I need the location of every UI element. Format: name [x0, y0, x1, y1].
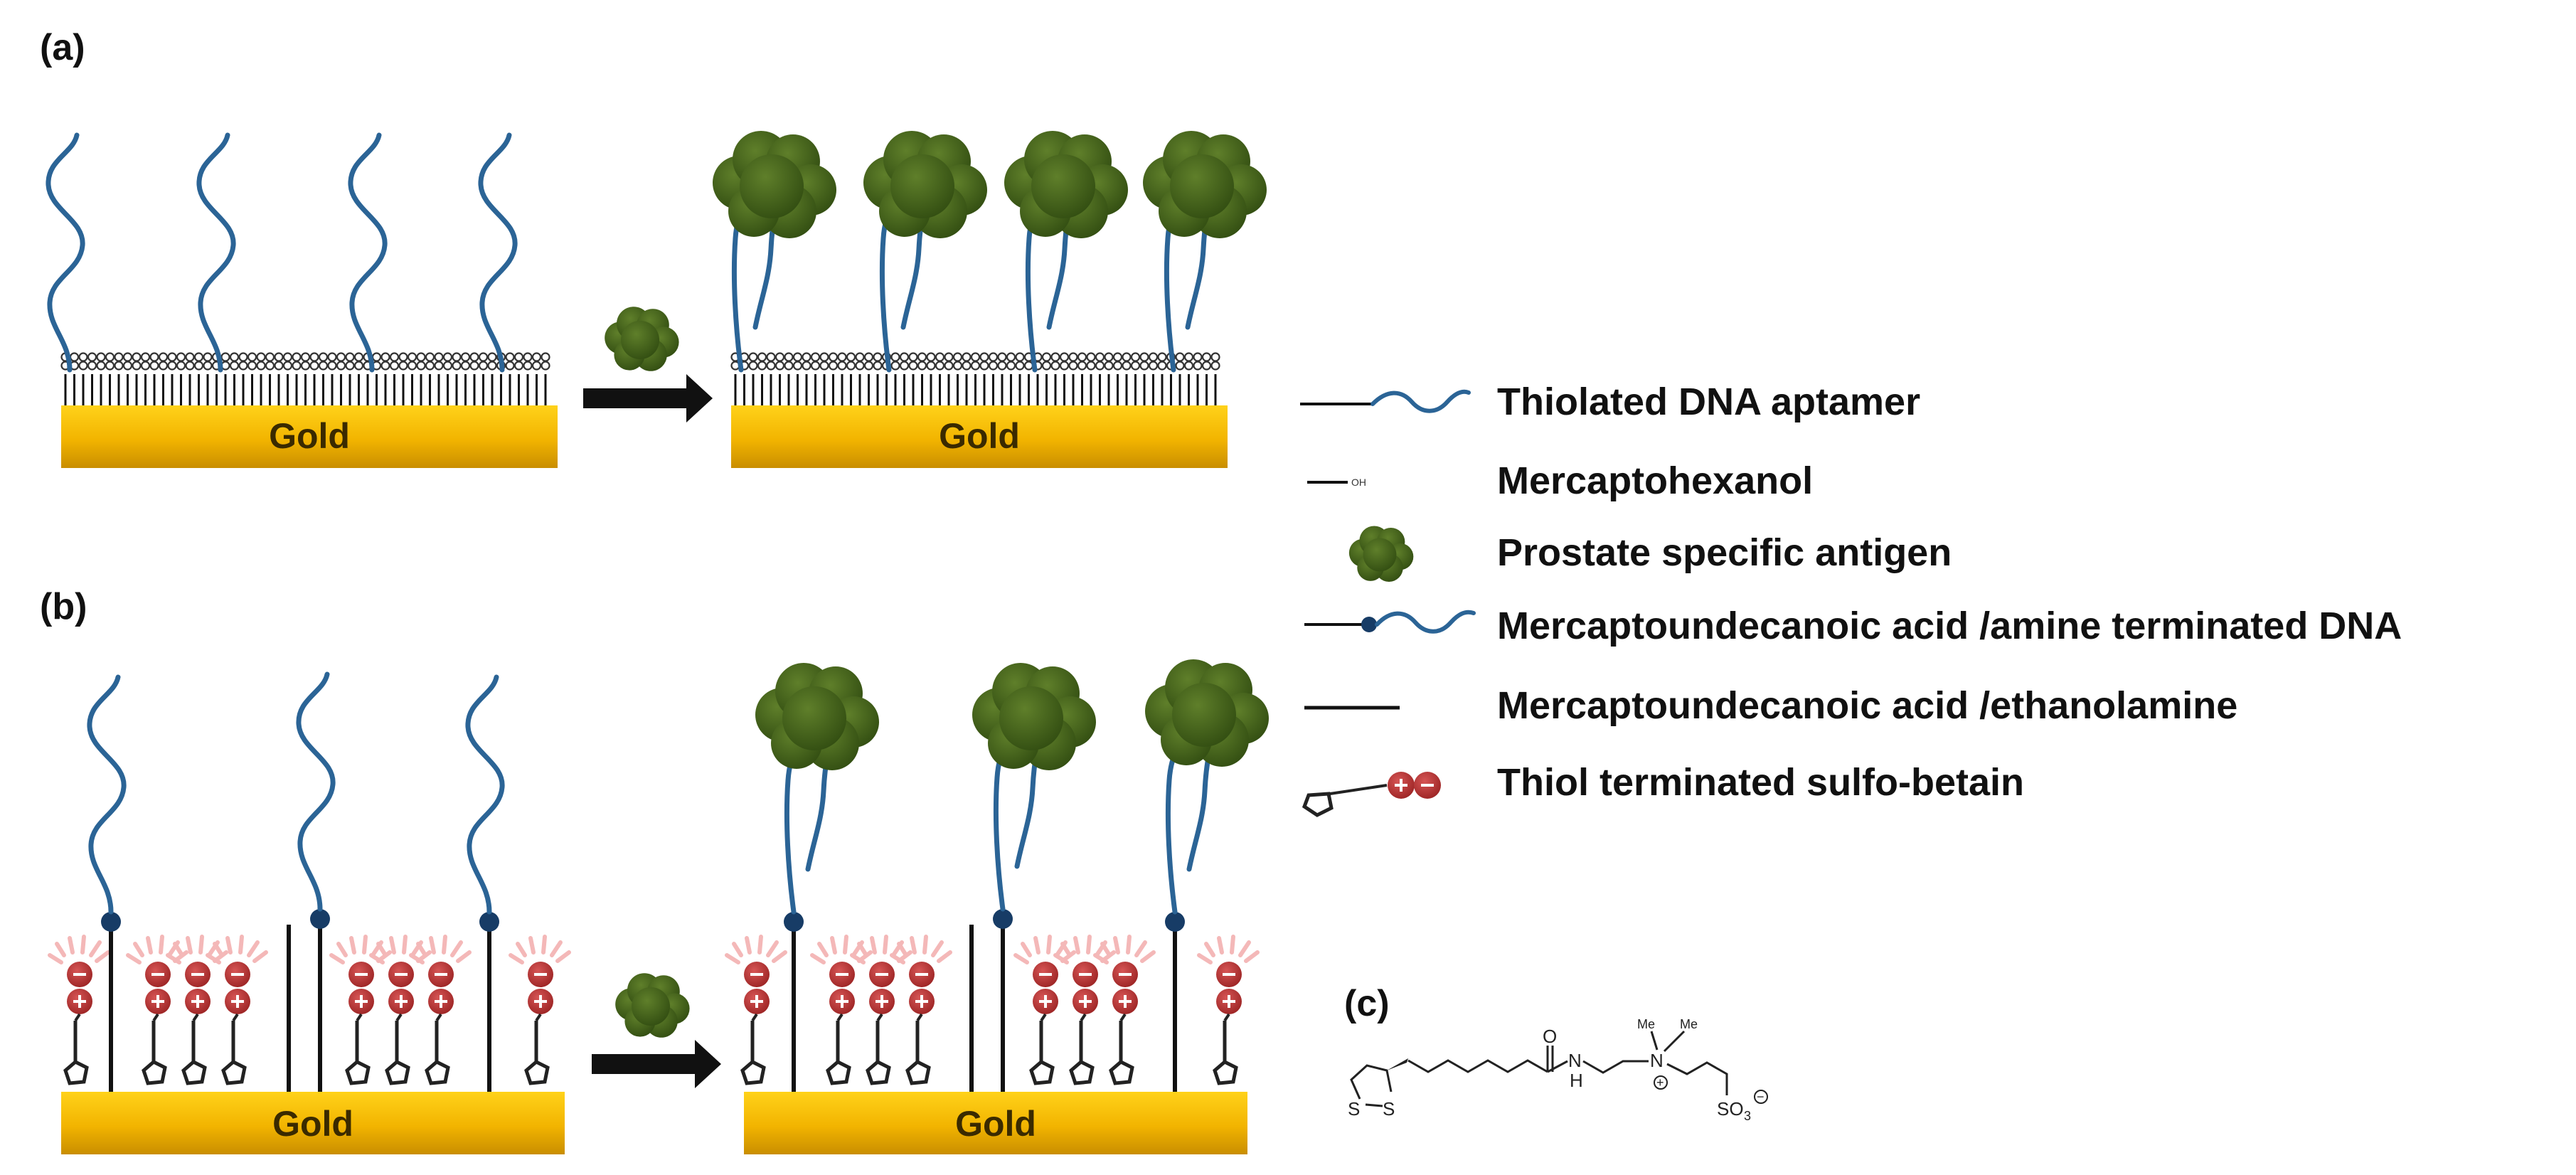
mercaptohexanol-layer [60, 352, 550, 405]
sulfobetaine-layer [727, 937, 1257, 1083]
gold-substrate [744, 1092, 1247, 1154]
svg-text:S: S [1348, 1098, 1360, 1120]
panel-b-right-surface: Gold [727, 659, 1269, 1154]
mua-bound-group [784, 721, 1218, 1092]
sulfobetaine-unit [128, 937, 186, 1083]
legend-label: Thiolated DNA aptamer [1497, 381, 1920, 423]
sulfobetaine-unit [892, 937, 950, 1083]
reaction-arrow-b [592, 1040, 721, 1088]
gold-label: Gold [272, 1104, 353, 1144]
legend-label: Mercaptoundecanoic acid /ethanolamine [1497, 684, 2237, 727]
bound-psa-group [755, 659, 1269, 770]
mua-dna-group [90, 674, 502, 1092]
panel-label-c: (c) [1344, 983, 1390, 1024]
free-psa-antigen [605, 307, 679, 371]
panel-b-left-surface: Gold [50, 674, 569, 1154]
svg-text:H: H [1570, 1070, 1583, 1091]
svg-text:OH: OH [1351, 477, 1366, 488]
mercaptohexanol-icon: OH [1307, 477, 1366, 488]
gold-label: Gold [955, 1104, 1036, 1144]
panel-label-a: (a) [40, 27, 85, 68]
structure-atom-labels: O N H N Me Me + S S SO 3 − [1348, 1017, 1768, 1123]
sulfobetaine-unit [1199, 937, 1257, 1083]
gold-substrate [731, 405, 1228, 468]
reaction-arrow-a [583, 374, 713, 422]
svg-text:O: O [1543, 1026, 1557, 1047]
sulfobetaine-structure [1350, 1030, 1728, 1107]
svg-text:SO: SO [1717, 1098, 1744, 1120]
prostate-specific-antigen-icon [1348, 526, 1414, 582]
legend-label: Thiol terminated sulfo-betain [1497, 761, 2024, 804]
svg-text:3: 3 [1744, 1109, 1751, 1123]
dna-aptamer-group [48, 135, 515, 370]
free-psa-antigen [615, 973, 690, 1038]
sulfobetaine-unit [50, 937, 108, 1083]
svg-text:Me: Me [1680, 1017, 1698, 1031]
gold-substrate [61, 405, 558, 468]
svg-text:Me: Me [1637, 1017, 1655, 1031]
sulfobetaine-unit [1016, 937, 1074, 1083]
sulfobetaine-unit [168, 937, 226, 1083]
mercaptohexanol-layer [730, 352, 1220, 405]
svg-text:−: − [1757, 1090, 1765, 1104]
sulfobetaine-icon [1302, 772, 1441, 817]
sulfobetaine-unit [1055, 937, 1114, 1083]
sulfobetaine-unit [511, 937, 569, 1083]
legend: Thiolated DNA aptamer OH Mercaptohexanol… [1300, 381, 2402, 817]
legend-label: Mercaptohexanol [1497, 459, 1813, 502]
svg-text:N: N [1568, 1050, 1582, 1071]
legend-label: Mercaptoundecanoic acid /amine terminate… [1497, 605, 2402, 647]
svg-text:+: + [1656, 1075, 1664, 1090]
sulfobetaine-unit [727, 937, 785, 1083]
panel-a-right-surface: Gold [713, 131, 1267, 468]
panel-label-b: (b) [40, 586, 87, 627]
bound-psa-group [713, 131, 1267, 238]
svg-text:S: S [1383, 1098, 1395, 1120]
mua-amine-dna-icon [1304, 610, 1476, 634]
gold-label: Gold [939, 416, 1020, 456]
sulfobetaine-unit [208, 937, 266, 1083]
svg-text:N: N [1650, 1050, 1664, 1071]
sulfobetaine-unit [812, 937, 871, 1083]
sulfobetaine-unit [852, 937, 910, 1083]
gold-label: Gold [269, 416, 350, 456]
sulfobetaine-unit [371, 937, 430, 1083]
sulfobetaine-unit [1095, 937, 1154, 1083]
legend-label: Prostate specific antigen [1497, 531, 1952, 574]
sulfobetaine-unit [331, 937, 390, 1083]
panel-a-left-surface: Gold [48, 135, 558, 468]
thiolated-dna-aptamer-icon [1300, 389, 1471, 413]
gold-substrate [61, 1092, 565, 1154]
sulfobetaine-unit [411, 937, 469, 1083]
